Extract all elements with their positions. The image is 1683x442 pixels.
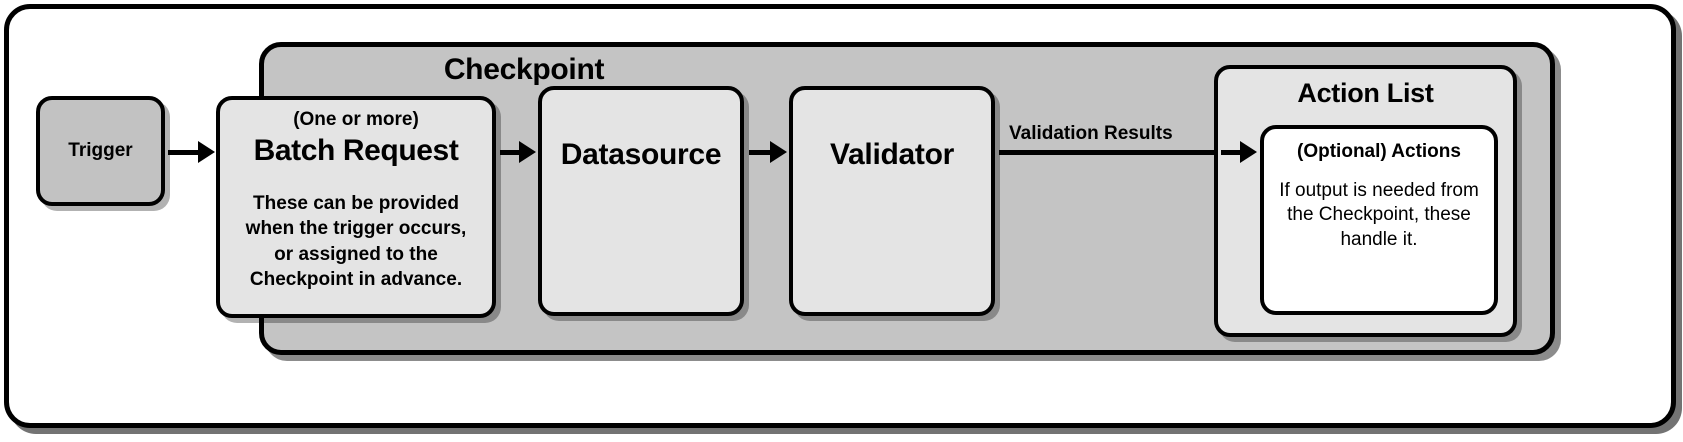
arrowhead-datasource-to-validator-icon <box>770 141 787 163</box>
arrowhead-trigger-to-batch-request-icon <box>198 141 215 163</box>
arrow-trigger-to-batch-request <box>168 150 202 155</box>
batch-request-subtitle: (One or more) <box>293 109 419 130</box>
optional-actions-node[interactable]: (Optional) Actions If output is needed f… <box>1260 125 1498 315</box>
batch-request-node[interactable]: (One or more) Batch Request These can be… <box>216 96 496 318</box>
trigger-node[interactable]: Trigger <box>36 96 165 206</box>
batch-request-description: These can be provided when the trigger o… <box>245 193 467 290</box>
arrowhead-batch-request-to-datasource-icon <box>519 141 536 163</box>
validator-node[interactable]: Validator <box>789 86 995 316</box>
action-list-title: Action List <box>1297 78 1434 108</box>
arrow-action-list-to-optional-actions <box>1221 150 1249 155</box>
validator-label: Validator <box>829 138 954 171</box>
arrow-batch-request-to-datasource <box>500 150 524 155</box>
optional-actions-title: (Optional) Actions <box>1297 141 1461 162</box>
datasource-label: Datasource <box>560 138 722 171</box>
arrow-datasource-to-validator <box>749 150 773 155</box>
validation-results-edge-label: Validation Results <box>1009 123 1173 144</box>
datasource-node[interactable]: Datasource <box>538 86 744 316</box>
arrow-validator-to-action-list <box>999 150 1279 155</box>
optional-actions-description: If output is needed from the Checkpoint,… <box>1279 180 1479 250</box>
checkpoint-title: Checkpoint <box>443 53 605 86</box>
trigger-label: Trigger <box>68 140 133 161</box>
arrowhead-action-list-to-optional-actions-icon <box>1240 141 1257 163</box>
batch-request-title: Batch Request <box>253 133 459 167</box>
action-list-node[interactable]: Action List (Optional) Actions If output… <box>1214 65 1517 337</box>
